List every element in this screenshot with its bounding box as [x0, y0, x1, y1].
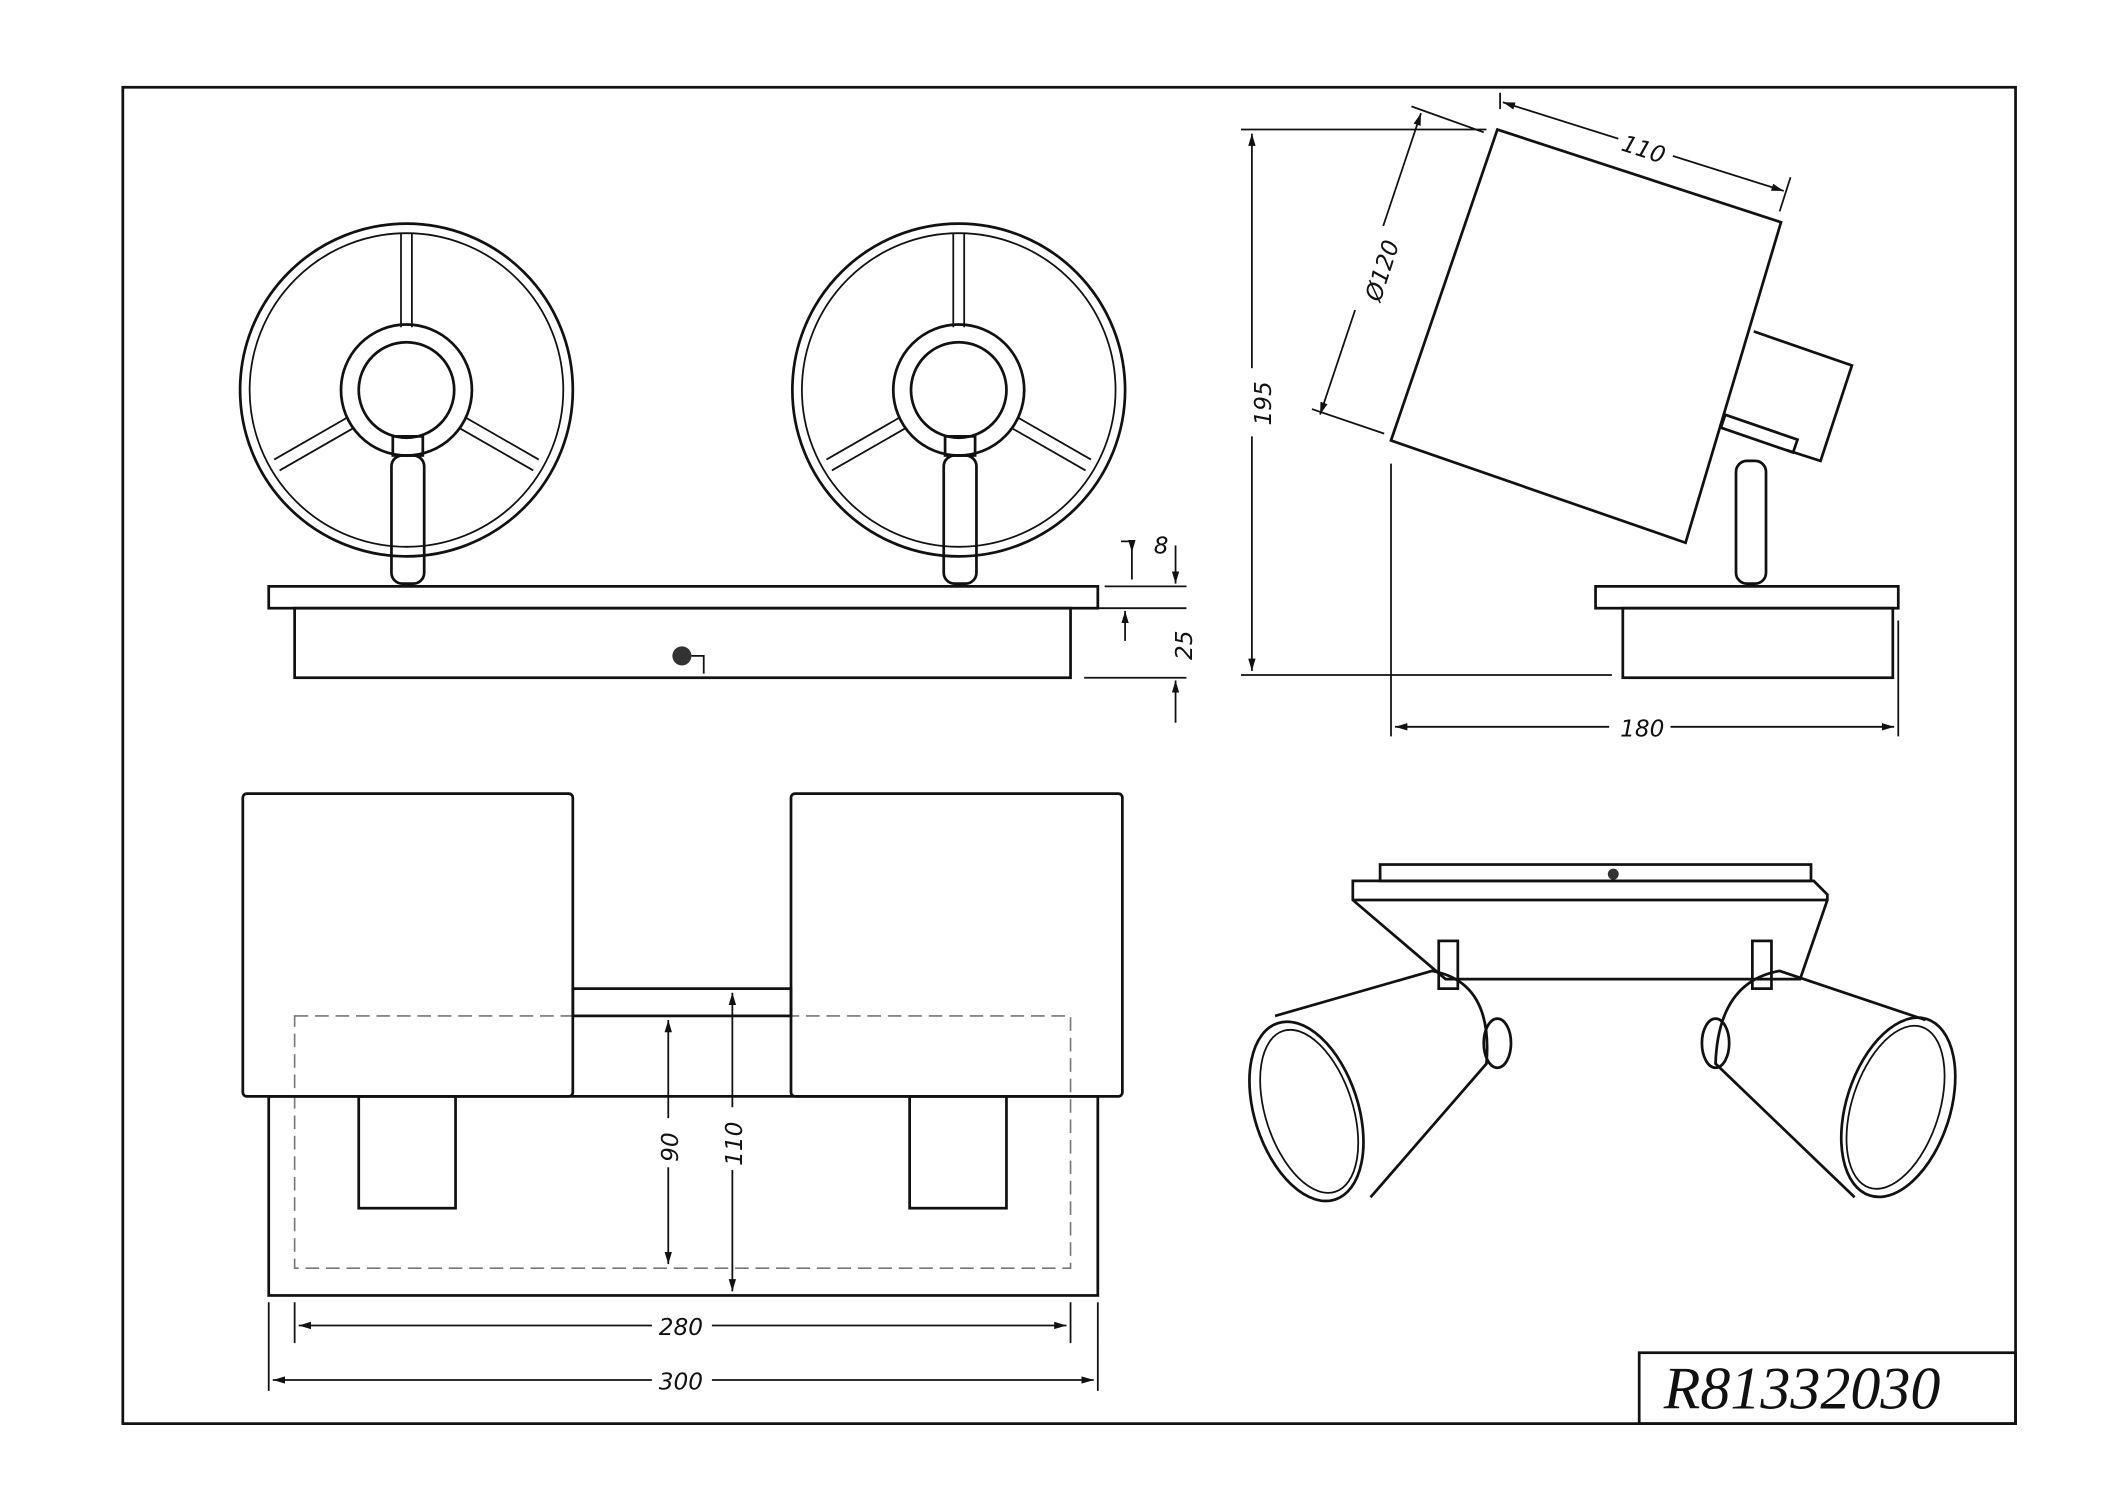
base-hidden-outline [293, 1015, 1072, 1269]
top-view: 90 110 280 300 [241, 792, 1124, 1396]
dim-depth: 180 [1620, 715, 1664, 742]
shade-top-left [241, 792, 575, 1098]
perspective-plate [1351, 879, 1829, 981]
base-outline [267, 1094, 1100, 1297]
spotlight-front-right [790, 222, 1127, 585]
front-view: 8 25 [238, 222, 1198, 723]
switch-icon [672, 646, 705, 674]
base-housing [293, 606, 1072, 680]
socket-right [908, 1095, 1008, 1210]
dim-inner-width: 90 [657, 1132, 684, 1162]
perspective-view [1248, 863, 1957, 1203]
spotlight-perspective-left [1248, 969, 1513, 1203]
spotlight-perspective-right [1700, 969, 1957, 1199]
shade-top-right [789, 792, 1124, 1098]
dim-base-height: 25 [1171, 631, 1198, 661]
side-plate [1594, 585, 1900, 610]
dim-outer-width: 110 [721, 1122, 748, 1166]
dim-plate-thickness: 8 [1154, 533, 1169, 560]
side-base [1621, 606, 1895, 680]
title-block: R81332030 [1637, 1351, 2017, 1425]
drawing-frame [121, 85, 2017, 1425]
dim-height: 195 [1250, 381, 1277, 425]
dim-inner-length: 280 [659, 1314, 703, 1341]
socket-left [357, 1095, 457, 1210]
product-code: R81332030 [1663, 1356, 1941, 1422]
spotlight-front-left [238, 222, 575, 585]
side-view: 195 180 110 Ø120 [1234, 92, 1900, 744]
rear-housing [1753, 330, 1854, 463]
mounting-plate [267, 585, 1100, 610]
dim-outer-length: 300 [659, 1369, 703, 1396]
shade-side [1389, 127, 1783, 545]
